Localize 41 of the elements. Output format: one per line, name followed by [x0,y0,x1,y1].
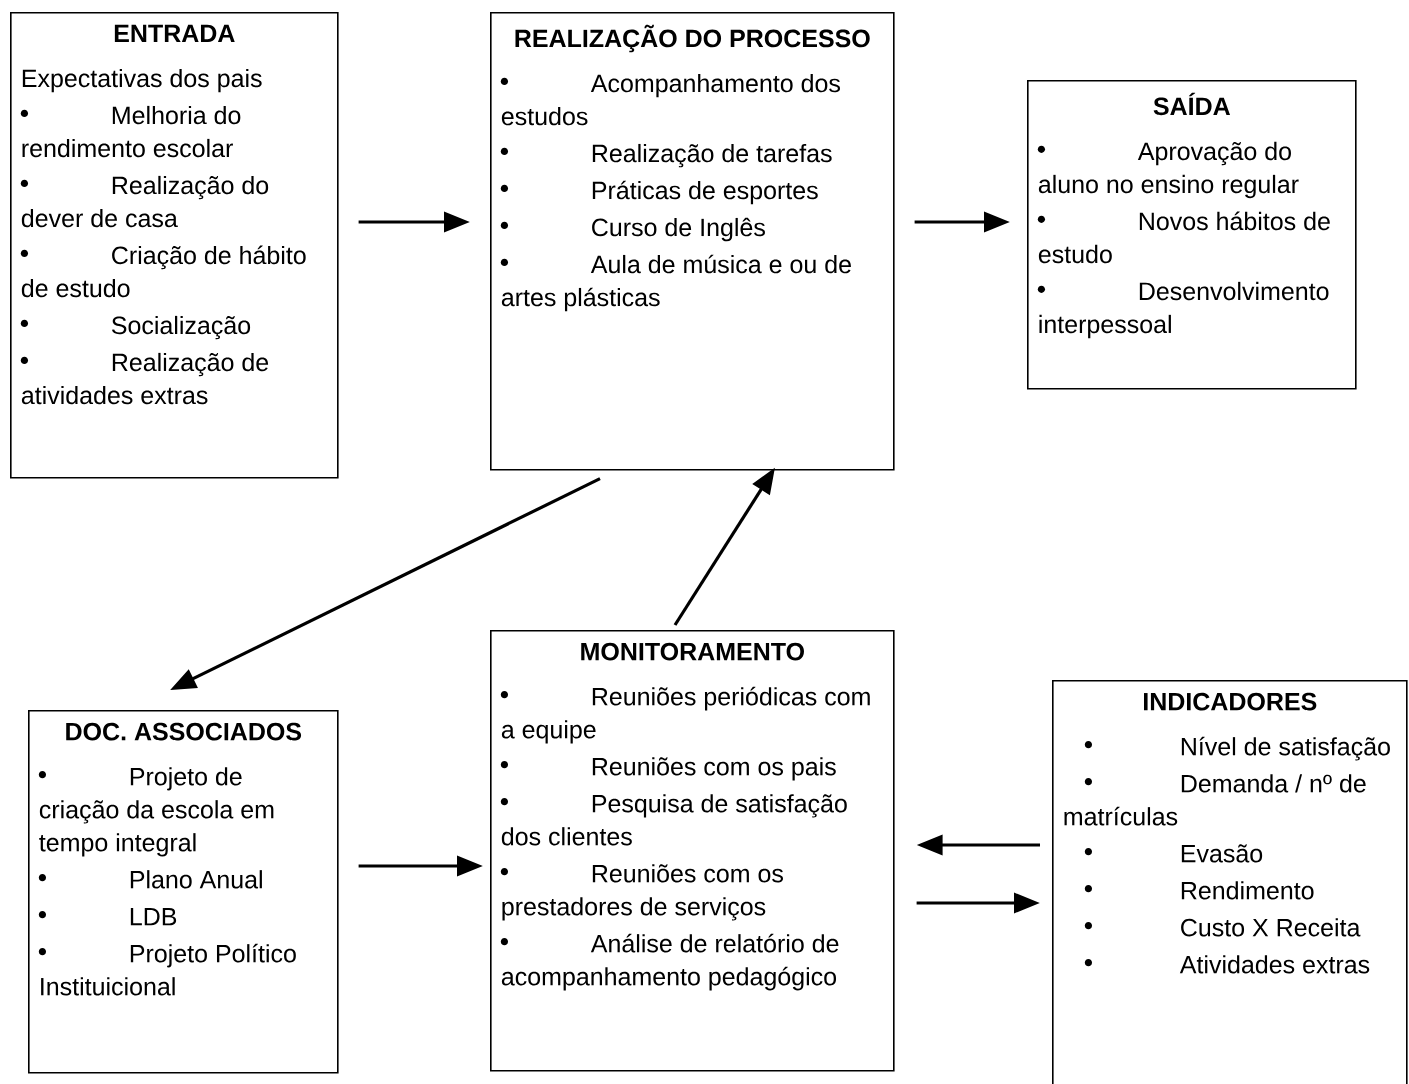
bullet-item: Realização do dever de casa [20,175,269,228]
bullet-item: Práticas de esportes [500,180,818,205]
process-box [28,710,339,1074]
box-heading: DOC. ASSOCIADOS [66,722,302,741]
bullet-item: Desenvolvimento interpessoal [1037,281,1329,339]
box-text: Expectativas dos pais [22,68,262,93]
bullet-item: Análise de relatório de acompanhamento pedagógico [500,933,839,991]
bullet-item: Reuniões periódicas com a equipe [500,686,870,744]
bullet-item: Rendimento [1084,881,1314,900]
box-heading: MONITORAMENTO [581,642,804,661]
bullet-item: Realização de tarefas [500,143,832,168]
bullet-item: Aprovação do aluno no ensino regular [1037,141,1299,199]
bullet-item: Melhoria do rendimento escolar [20,105,241,158]
bullet-item: Reuniões com os prestadores de serviços [500,864,783,921]
box-heading: ENTRADA [114,24,235,42]
bullet-item: Atividades extras [1084,955,1370,974]
bullet-item: Pesquisa de satisfação dos clientes [500,794,847,846]
bullet-item: Custo X Receita [1084,918,1361,937]
process-box [490,630,895,1072]
process-box [490,12,895,471]
bullet-item: LDB [38,908,177,926]
bullet-item: Plano Anual [38,870,262,889]
bullet-item: Criação de hábito de estudo [20,245,306,298]
box-heading: INDICADORES [1144,692,1317,711]
bullet-item: Reuniões com os pais [500,757,836,781]
process-box [10,12,339,479]
bullet-item: Projeto Político Instituicional [38,943,296,996]
bullet-item: Novos hábitos de estudo [1037,211,1330,264]
box-heading: REALIZAÇÃO DO PROCESSO [515,24,870,53]
bullet-item: Nível de satisfação [1084,736,1390,761]
bullet-item: Socialização [20,315,251,340]
bullet-item: Demanda / nº de matrículas [1064,774,1366,826]
bullet-item: Curso de Inglês [500,217,765,242]
box-heading: SAÍDA [1153,92,1231,116]
bullet-item: Acompanhamento dos estudos [500,73,840,126]
bullet-item: Projeto de criação da escola em tempo integral [38,767,274,857]
bullet-item: Aula de música e ou de artes plásticas [500,254,851,312]
bullet-item: Evasão [1084,844,1263,863]
bullet-item: Realização de atividades extras [20,352,269,405]
process-box [1052,680,1408,1084]
process-box [1027,80,1357,390]
